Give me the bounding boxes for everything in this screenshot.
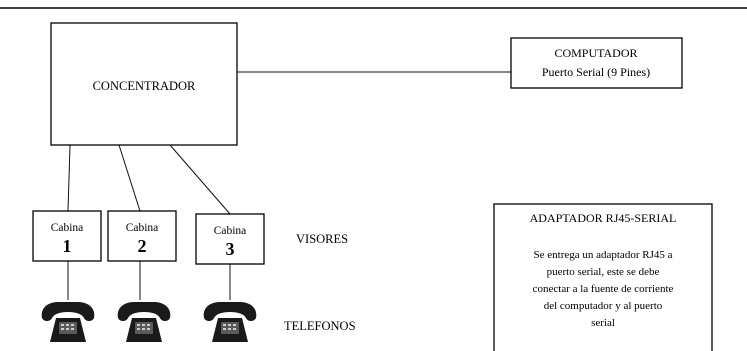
cabin-1-box	[32, 210, 102, 262]
cabin-2-label: Cabina	[126, 222, 159, 234]
cabin-2-number: 2	[138, 236, 147, 256]
phones-label: TELEFONOS	[284, 319, 356, 333]
hub-node: CONCENTRADOR	[50, 22, 238, 146]
cabin-3-box	[195, 213, 265, 265]
cabin-3: Cabina 3	[195, 213, 265, 265]
adapter-note-line: serial	[591, 317, 615, 329]
computer-box	[510, 37, 683, 89]
telephone-icon	[203, 302, 257, 342]
hub-to-cabin-1-connector	[67, 144, 71, 212]
adapter-note: ADAPTADOR RJ45-SERIAL Se entrega un adap…	[493, 203, 713, 351]
computer-node: COMPUTADOR Puerto Serial (9 Pines)	[510, 37, 683, 89]
adapter-note-line: puerto serial, este se debe	[547, 266, 660, 278]
cabin-3-number: 3	[226, 239, 235, 259]
cabin-2-box	[107, 210, 177, 262]
hub-label: CONCENTRADOR	[93, 79, 196, 93]
telephone-icon	[41, 302, 95, 342]
computer-title: COMPUTADOR	[554, 46, 637, 60]
cabin-1-number: 1	[63, 236, 72, 256]
cabin-3-label: Cabina	[214, 225, 247, 237]
hub-box	[50, 22, 238, 146]
adapter-note-line: del computador y al puerto	[544, 300, 663, 312]
adapter-note-title: ADAPTADOR RJ45-SERIAL	[530, 211, 677, 225]
cabin-1-label: Cabina	[51, 222, 84, 234]
adapter-note-line: conectar a la fuente de corriente	[533, 283, 674, 295]
adapter-note-line: Se entrega un adaptador RJ45 a	[534, 249, 673, 261]
cabin-1: Cabina 1	[32, 210, 102, 262]
telephone-icon	[117, 302, 171, 342]
hub-to-cabin-3-connector	[169, 144, 231, 215]
adapter-note-box	[493, 203, 713, 351]
cabin-2: Cabina 2	[107, 210, 177, 262]
viewers-label: VISORES	[296, 232, 348, 246]
hub-to-cabin-2-connector	[118, 144, 141, 212]
computer-subtitle: Puerto Serial (9 Pines)	[542, 65, 650, 79]
